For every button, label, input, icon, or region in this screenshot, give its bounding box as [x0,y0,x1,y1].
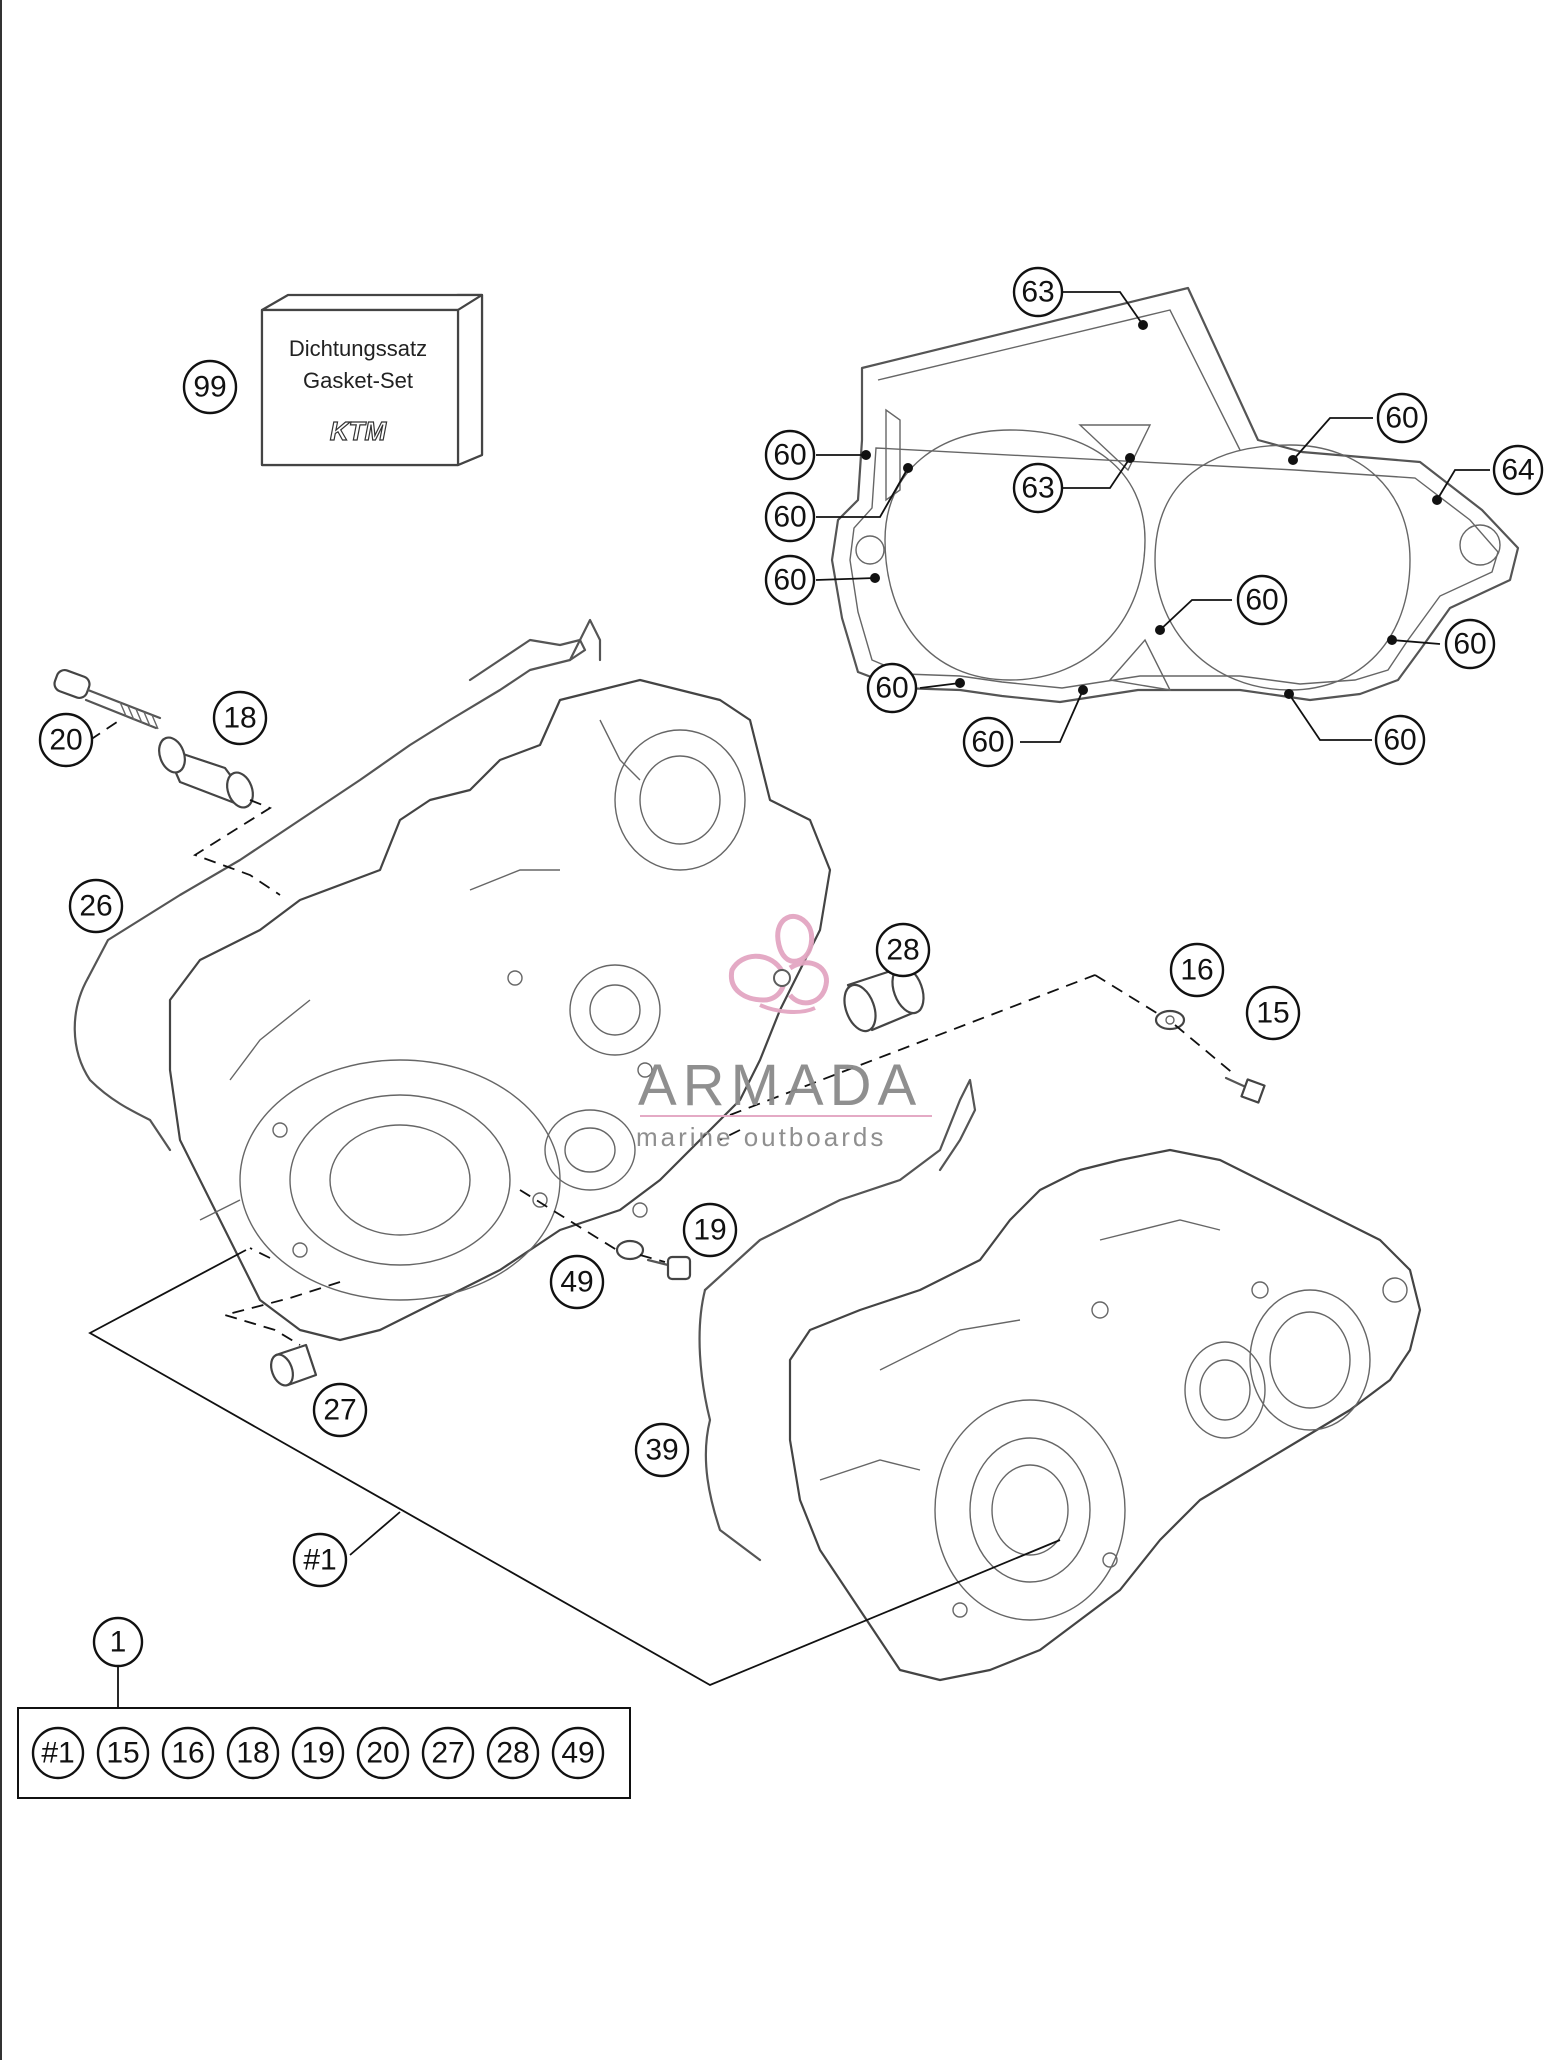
gasket-box-line2: Gasket-Set [303,368,413,393]
bolt-20-part [53,669,162,730]
callout-26: 26 [68,878,124,934]
gasket-set-box: Dichtungssatz Gasket-Set KTM [260,293,484,467]
bolt-19-part [646,1255,692,1281]
callout-15: 15 [1245,985,1301,1041]
kit-item-label: #1 [41,1737,74,1770]
sleeve-28-part [843,965,925,1033]
washer-16-part [1154,1009,1186,1031]
callout-60-3: 60 [764,554,816,606]
svg-text:19: 19 [693,1214,726,1247]
svg-text:15: 15 [1256,997,1289,1030]
gasket-bolt-points [861,320,1442,699]
callout-60-6: 60 [1236,574,1288,626]
svg-text:60: 60 [1453,628,1486,661]
left-crankcase-half [73,618,832,1342]
right-crankcase-half [698,1078,1422,1682]
callout-63-top: 63 [1012,266,1064,318]
assembly-lines [88,719,1236,1708]
callout-28: 28 [875,922,931,978]
svg-text:99: 99 [193,371,226,404]
callout-64: 64 [1492,444,1544,496]
svg-text:27: 27 [323,1394,356,1427]
svg-text:63: 63 [1021,276,1054,309]
gasket-leaders [815,291,1490,743]
svg-text:39: 39 [645,1434,678,1467]
svg-text:16: 16 [1180,954,1213,987]
washer-49-part [615,1239,645,1261]
callout-49: 49 [549,1254,605,1310]
svg-text:26: 26 [79,890,112,923]
svg-text:63: 63 [1021,472,1054,505]
svg-text:60: 60 [1245,584,1278,617]
kit-item-label: 27 [431,1737,464,1770]
kit-item: 27 [421,1726,475,1780]
callout-1: 1 [92,1616,144,1668]
callout-hash1: #1 [292,1532,348,1588]
svg-text:60: 60 [1383,724,1416,757]
kit-item-label: 20 [366,1737,399,1770]
svg-text:20: 20 [49,724,82,757]
kit-item-label: 15 [106,1737,139,1770]
svg-text:1: 1 [110,1626,127,1659]
ktm-logo: KTM [330,416,388,446]
callout-60-9: 60 [1374,714,1426,766]
svg-text:#1: #1 [303,1544,336,1577]
callout-19: 19 [682,1202,738,1258]
kit-item-label: 49 [561,1737,594,1770]
svg-text:60: 60 [875,672,908,705]
callout-60-5: 60 [962,716,1014,768]
callout-20: 20 [38,712,94,768]
kit-item-label: 28 [496,1737,529,1770]
dowel-18-part [158,736,254,809]
clutch-cover-gasket [830,286,1520,704]
callout-27: 27 [312,1382,368,1438]
svg-text:60: 60 [773,564,806,597]
svg-text:60: 60 [1385,402,1418,435]
watermark-brand: ARMADA [638,1053,922,1118]
kit-item: 20 [356,1726,410,1780]
kit-item: 15 [96,1726,150,1780]
kit-contents-row: #1 15 16 18 19 20 27 28 49 [31,1726,605,1780]
callout-60-1: 60 [764,429,816,481]
kit-item: 28 [486,1726,540,1780]
svg-text:18: 18 [223,702,256,735]
kit-item: 16 [161,1726,215,1780]
kit-item: 19 [291,1726,345,1780]
watermark-tagline: marine outboards [636,1122,886,1152]
dowel-27-part [270,1343,318,1387]
armada-emblem [728,913,829,1014]
armada-watermark: ARMADA marine outboards [636,913,932,1152]
svg-text:60: 60 [773,501,806,534]
callout-63-mid: 63 [1012,462,1064,514]
svg-text:64: 64 [1501,454,1534,487]
callout-16: 16 [1169,942,1225,998]
kit-item-label: 19 [301,1737,334,1770]
svg-text:28: 28 [886,934,919,967]
svg-text:60: 60 [773,439,806,472]
callout-60-7: 60 [1376,392,1428,444]
gasket-box-line1: Dichtungssatz [289,336,427,361]
callout-39: 39 [634,1422,690,1478]
callout-18: 18 [212,690,268,746]
kit-item-label: 16 [171,1737,204,1770]
kit-item: #1 [31,1726,85,1780]
svg-text:49: 49 [560,1266,593,1299]
callout-60-4: 60 [866,662,918,714]
svg-text:60: 60 [971,726,1004,759]
kit-item-label: 18 [236,1737,269,1770]
kit-item: 18 [226,1726,280,1780]
kit-item: 49 [551,1726,605,1780]
callout-99: 99 [182,359,238,415]
callout-60-2: 60 [764,491,816,543]
bolt-15-part [1224,1076,1266,1104]
callout-60-8: 60 [1444,618,1496,670]
